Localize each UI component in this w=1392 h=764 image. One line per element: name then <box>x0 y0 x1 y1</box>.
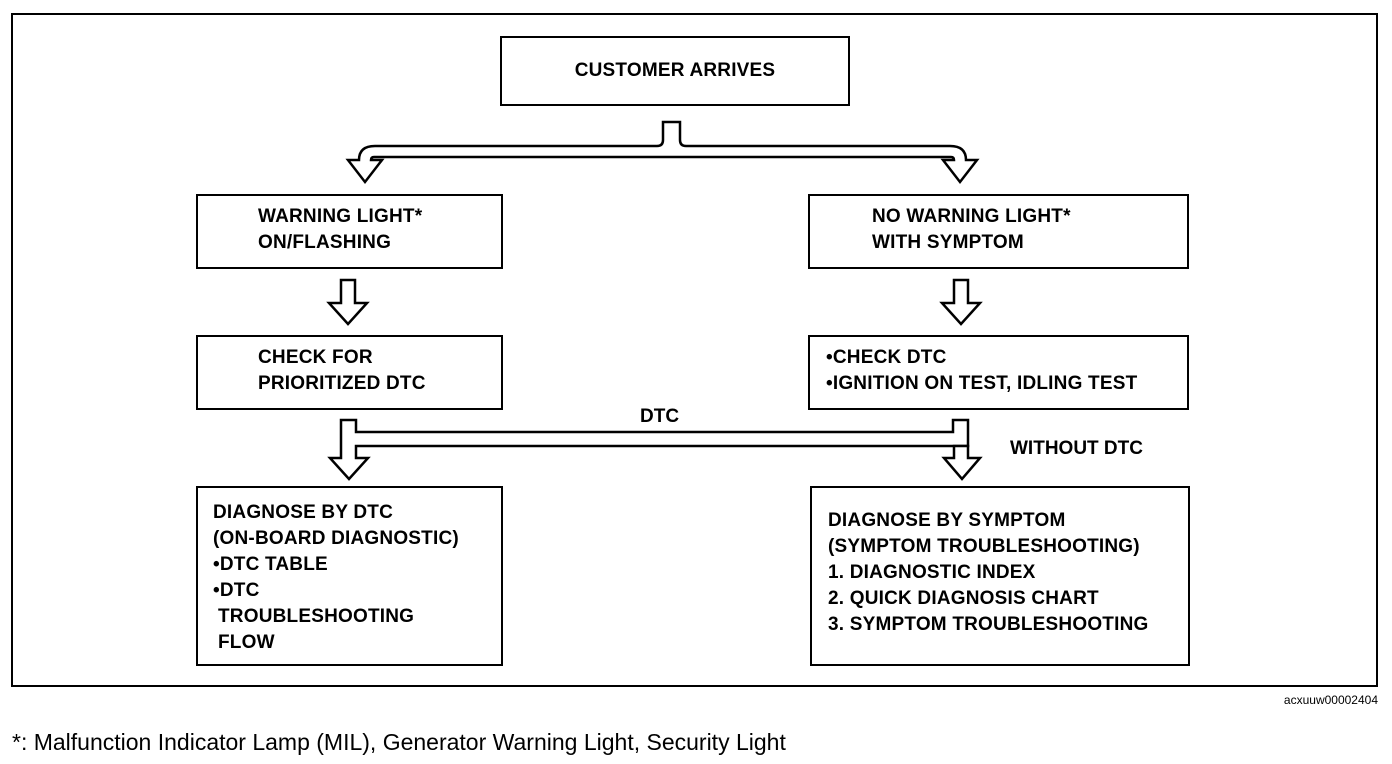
check-dtc-line-1: •CHECK DTC <box>826 347 947 368</box>
no-warning-light-line-1: NO WARNING LIGHT* <box>872 206 1071 227</box>
warning-light-line-2: ON/FLASHING <box>258 232 392 253</box>
down-arrow-right-1 <box>939 278 983 326</box>
warning-light-node: WARNING LIGHT* ON/FLASHING <box>196 194 503 269</box>
without-dtc-arrow <box>941 444 983 481</box>
diagnose-dtc-line-3: •DTC TABLE <box>213 554 328 575</box>
diagnose-by-dtc-node: DIAGNOSE BY DTC (ON-BOARD DIAGNOSTIC) •D… <box>196 486 503 666</box>
diagnose-by-symptom-node: DIAGNOSE BY SYMPTOM (SYMPTOM TROUBLESHOO… <box>810 486 1190 666</box>
diagnose-symptom-line-2: (SYMPTOM TROUBLESHOOTING) <box>828 536 1140 557</box>
warning-light-line-1: WARNING LIGHT* <box>258 206 423 227</box>
diagram-frame <box>11 13 1378 687</box>
diagnose-symptom-line-3: 1. DIAGNOSTIC INDEX <box>828 562 1036 583</box>
check-prioritized-line-2: PRIORITIZED DTC <box>258 373 426 394</box>
diagnose-dtc-line-6: FLOW <box>218 632 275 653</box>
diagnose-symptom-line-1: DIAGNOSE BY SYMPTOM <box>828 510 1066 531</box>
diagnose-dtc-line-5: TROUBLESHOOTING <box>218 606 415 627</box>
check-prioritized-line-1: CHECK FOR <box>258 347 373 368</box>
diagnose-dtc-line-2: (ON-BOARD DIAGNOSTIC) <box>213 528 459 549</box>
check-prioritized-dtc-node: CHECK FOR PRIORITIZED DTC <box>196 335 503 410</box>
diagnose-dtc-line-1: DIAGNOSE BY DTC <box>213 502 394 523</box>
diagnose-dtc-line-4: •DTC <box>213 580 260 601</box>
customer-arrives-node: CUSTOMER ARRIVES <box>500 36 850 106</box>
footnote: *: Malfunction Indicator Lamp (MIL), Gen… <box>12 729 786 755</box>
no-warning-light-node: NO WARNING LIGHT* WITH SYMPTOM <box>808 194 1189 269</box>
figure-code: acxuuw00002404 <box>1283 693 1378 707</box>
diagnose-symptom-line-4: 2. QUICK DIAGNOSIS CHART <box>828 588 1099 609</box>
customer-arrives-label: CUSTOMER ARRIVES <box>574 60 776 81</box>
down-arrow-left-1 <box>326 278 370 326</box>
no-warning-light-line-2: WITH SYMPTOM <box>872 232 1024 253</box>
without-dtc-edge-label: WITHOUT DTC <box>1010 438 1143 459</box>
split-arrow <box>345 120 980 185</box>
diagnose-symptom-line-5: 3. SYMPTOM TROUBLESHOOTING <box>828 614 1149 635</box>
check-dtc-line-2: •IGNITION ON TEST, IDLING TEST <box>826 373 1138 394</box>
dtc-arrow <box>327 418 970 481</box>
dtc-edge-label: DTC <box>640 406 680 427</box>
check-dtc-node: •CHECK DTC •IGNITION ON TEST, IDLING TES… <box>808 335 1189 410</box>
